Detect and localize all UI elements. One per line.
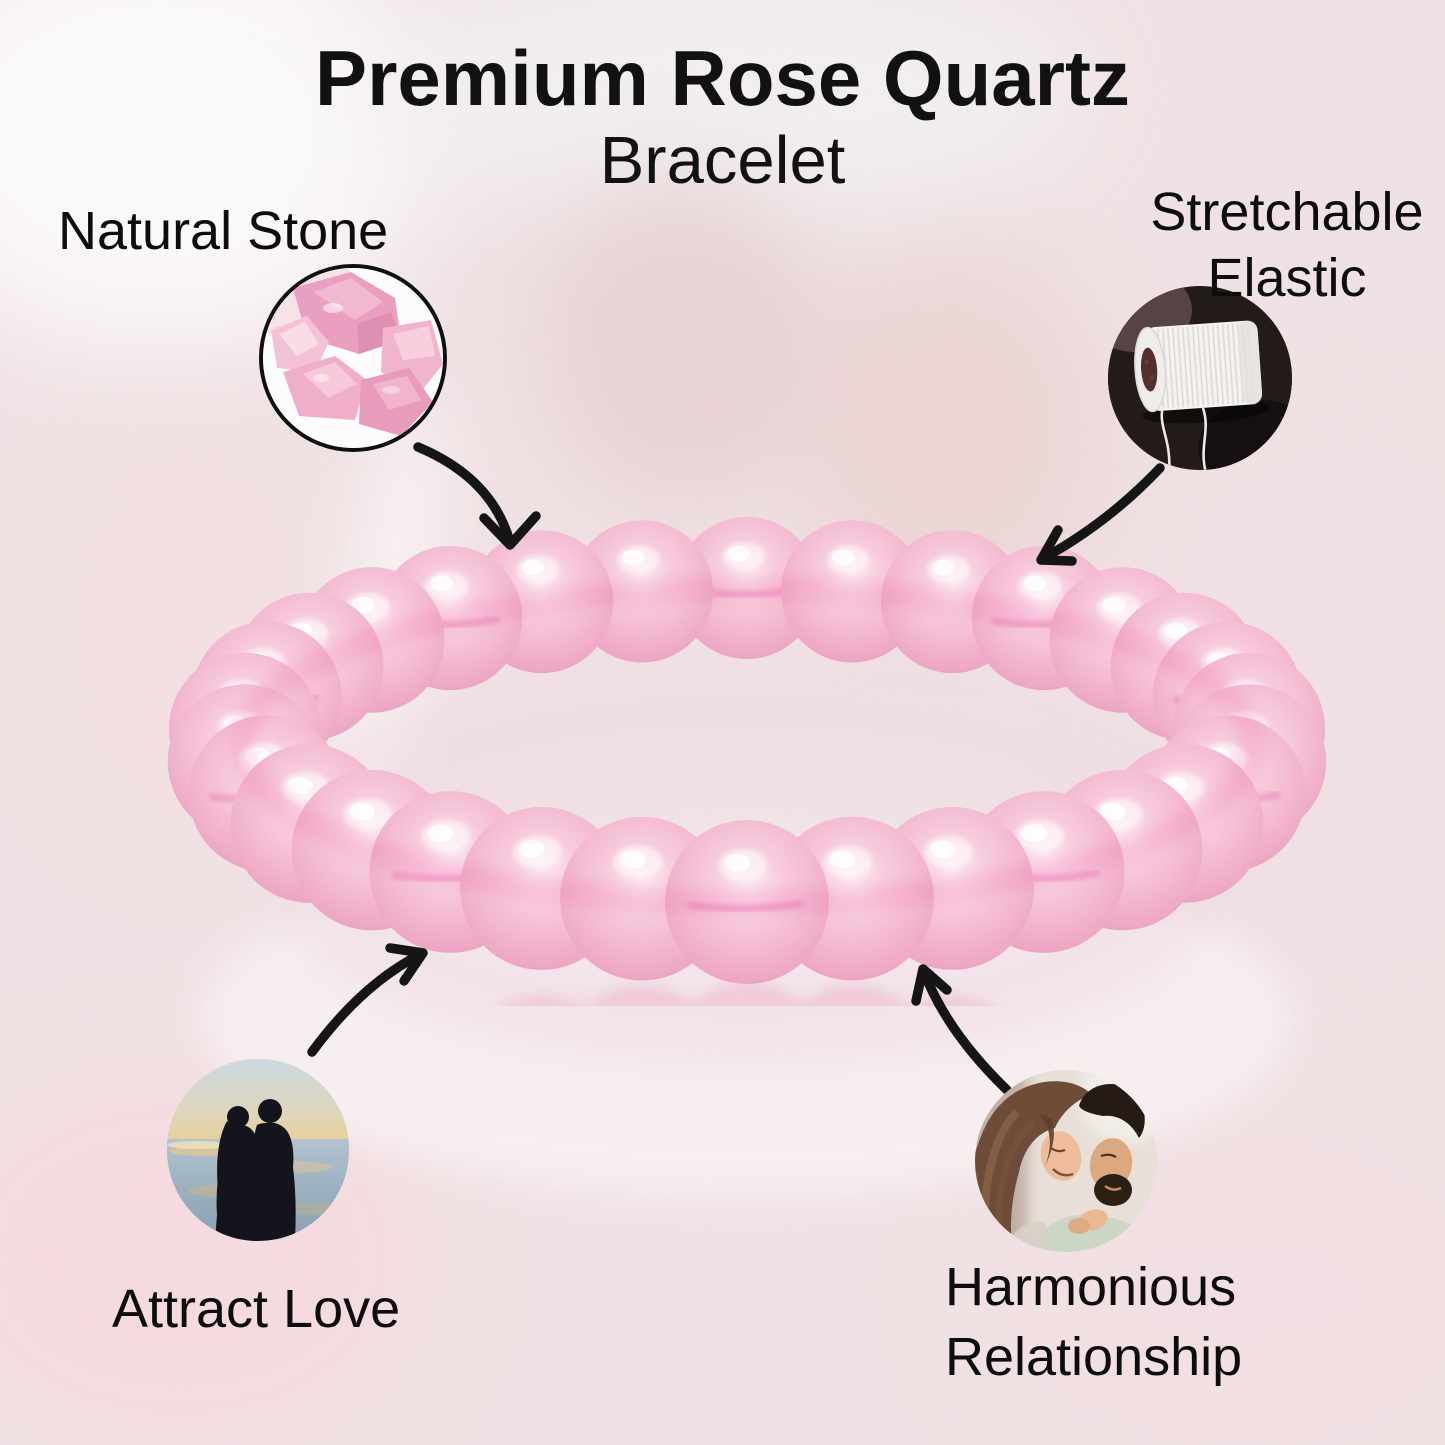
attract-love-label: Attract Love [112, 1279, 401, 1339]
attract-love-photo [167, 1059, 349, 1241]
harmonious-relationship-label: Harmonious Relationship [945, 1257, 1243, 1388]
stretchable-elastic-arrow [1037, 463, 1165, 564]
attract-love-arrowhead-icon [385, 943, 428, 986]
attract-love-arrow [307, 949, 426, 1057]
harmonious-relationship-arrowhead-icon [911, 964, 952, 1006]
harmonious-relationship-arrow [919, 967, 1012, 1095]
natural-stone-photo [259, 264, 447, 452]
natural-stone-label: Natural Stone [58, 201, 389, 261]
natural-stone-arrowhead-icon [479, 511, 541, 550]
page-title: Premium Rose Quartz [315, 34, 1130, 122]
harmonious-relationship-photo [975, 1070, 1157, 1252]
stretchable-elastic-label: Stretchable Elastic [1150, 182, 1424, 308]
stretchable-elastic-photo [1108, 286, 1292, 470]
